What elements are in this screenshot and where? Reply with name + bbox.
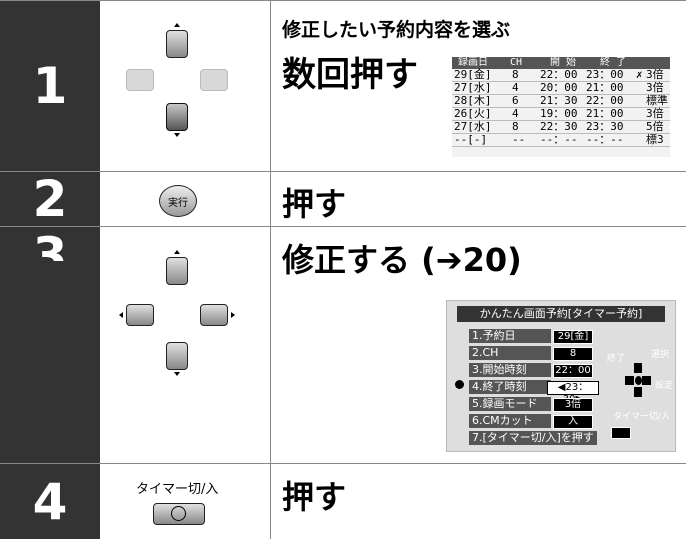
panel-item-value: ◀23：30▶: [547, 381, 599, 405]
schedule-cell-end: --：--: [586, 133, 624, 146]
panel-item-label[interactable]: 7.[タイマー切/入]を押す: [469, 431, 597, 445]
step-3-row: 3 修正する (➔20): [0, 226, 686, 463]
schedule-cell-end: 23：00: [586, 68, 624, 81]
up-arrow-icon: [174, 23, 180, 27]
schedule-cell-mode: 標3: [646, 133, 664, 146]
schedule-row[interactable]: 28[木] 6 21：30 22：00 標準: [452, 95, 670, 108]
schedule-cell-mode: 3倍: [646, 81, 664, 94]
schedule-cell-start: 19：00: [540, 107, 578, 120]
schedule-row[interactable]: --[-] -- --：-- --：-- 標3: [452, 134, 670, 147]
step-number: 3: [0, 227, 100, 285]
schedule-cell-start: 20：00: [540, 81, 578, 94]
schedule-cell-date: 28[木]: [454, 94, 492, 107]
schedule-cell-ch: 8: [512, 68, 519, 81]
selection-dot-icon: [455, 380, 464, 389]
schedule-cell-ch: 4: [512, 107, 519, 120]
step-number: 4: [0, 464, 100, 539]
panel-item-label[interactable]: 6.CMカット: [469, 414, 551, 428]
set-label: 設定: [655, 381, 674, 391]
select-label: 選択: [651, 350, 670, 360]
schedule-cell-end: 22：00: [586, 94, 624, 107]
mini-dpad-icon: [625, 363, 651, 399]
schedule-cell-date: 27[水]: [454, 81, 492, 94]
schedule-cell-date: 27[水]: [454, 120, 492, 133]
execute-button[interactable]: 実行: [159, 185, 197, 217]
schedule-cell-mode: 3倍: [646, 107, 664, 120]
step-action: 押す: [282, 478, 347, 516]
schedule-cell-date: 26[火]: [454, 107, 492, 120]
schedule-cell-mark: ✗: [636, 68, 643, 81]
schedule-row[interactable]: 29[金] 8 22：00 23：00 ✗3倍: [452, 69, 670, 82]
schedule-cell-end: 23：30: [586, 120, 624, 133]
panel-item-label[interactable]: 2.CH: [469, 346, 551, 360]
schedule-cell-start: 21：30: [540, 94, 578, 107]
end-label: 終了: [607, 354, 626, 364]
down-button[interactable]: [166, 342, 188, 370]
execute-button-label: 実行: [168, 197, 188, 209]
step-1-row: 1 修正したい予約内容を選ぶ 数回押す 録画日 CH 開 始 終 了 29[金]…: [0, 0, 686, 171]
panel-item-label[interactable]: 5.録画モード: [469, 397, 551, 411]
timer-label: タイマー切/入: [613, 412, 671, 422]
schedule-cell-ch: 4: [512, 81, 519, 94]
schedule-cell-end: 21：00: [586, 81, 624, 94]
schedule-cell-start: 22：30: [540, 120, 578, 133]
up-button[interactable]: [166, 257, 188, 285]
down-button[interactable]: [166, 103, 188, 131]
step-number: 2: [0, 170, 100, 228]
schedule-cell-date: 29[金]: [454, 68, 492, 81]
up-button[interactable]: [166, 30, 188, 58]
panel-item-value: 22：00: [553, 364, 593, 378]
left-arrow-icon: [119, 312, 123, 318]
schedule-cell-mode: 5倍: [646, 120, 664, 133]
up-arrow-icon: [174, 250, 180, 254]
step-heading: 修正したい予約内容を選ぶ: [282, 19, 511, 41]
schedule-header: 録画日 CH 開 始 終 了: [452, 57, 670, 69]
step-4-row: 4 タイマー切/入 押す: [0, 463, 686, 539]
panel-item-value: 入: [553, 415, 593, 429]
timer-toggle-button[interactable]: [153, 503, 205, 525]
step-action: 押す: [282, 185, 347, 223]
panel-item-label[interactable]: 3.開始時刻: [469, 363, 551, 377]
schedule-cell-end: 21：00: [586, 107, 624, 120]
schedule-cell-ch: 8: [512, 120, 519, 133]
schedule-cell-ch: --: [512, 133, 526, 146]
step-2-row: 2 実行 押す: [0, 170, 686, 228]
schedule-cell-mode: 3倍: [646, 68, 664, 81]
schedule-row[interactable]: 26[火] 4 19：00 21：00 3倍: [452, 108, 670, 121]
down-arrow-icon: [174, 372, 180, 376]
schedule-cell-start: --：--: [540, 133, 578, 146]
timer-mini-icon: [611, 427, 631, 439]
right-button[interactable]: [200, 69, 228, 91]
panel-title: かんたん画面予約[タイマー予約]: [457, 306, 665, 322]
step-action: 修正する (➔20): [282, 241, 522, 279]
schedule-cell-date: --[-]: [454, 133, 488, 146]
down-arrow-icon: [174, 133, 180, 137]
panel-item-value: 3倍: [553, 398, 593, 412]
clock-icon: [171, 506, 186, 521]
schedule-cell-mode: 標準: [646, 94, 668, 107]
right-button[interactable]: [200, 304, 228, 326]
panel-item-label[interactable]: 4.終了時刻: [469, 380, 551, 394]
panel-item-value: 29[金]: [553, 330, 593, 344]
right-arrow-icon: [231, 312, 235, 318]
left-button[interactable]: [126, 304, 154, 326]
schedule-row[interactable]: 27[水] 4 20：00 21：00 3倍: [452, 82, 670, 95]
panel-item-label[interactable]: 1.予約日: [469, 329, 551, 343]
schedule-cell-ch: 6: [512, 94, 519, 107]
left-button[interactable]: [126, 69, 154, 91]
step-action: 数回押す: [282, 55, 418, 95]
step-number: 1: [0, 1, 100, 171]
panel-item-value: 8: [553, 347, 593, 361]
schedule-cell-start: 22：00: [540, 68, 578, 81]
schedule-row[interactable]: 27[水] 8 22：30 23：30 5倍: [452, 121, 670, 134]
timer-button-label: タイマー切/入: [136, 482, 219, 497]
